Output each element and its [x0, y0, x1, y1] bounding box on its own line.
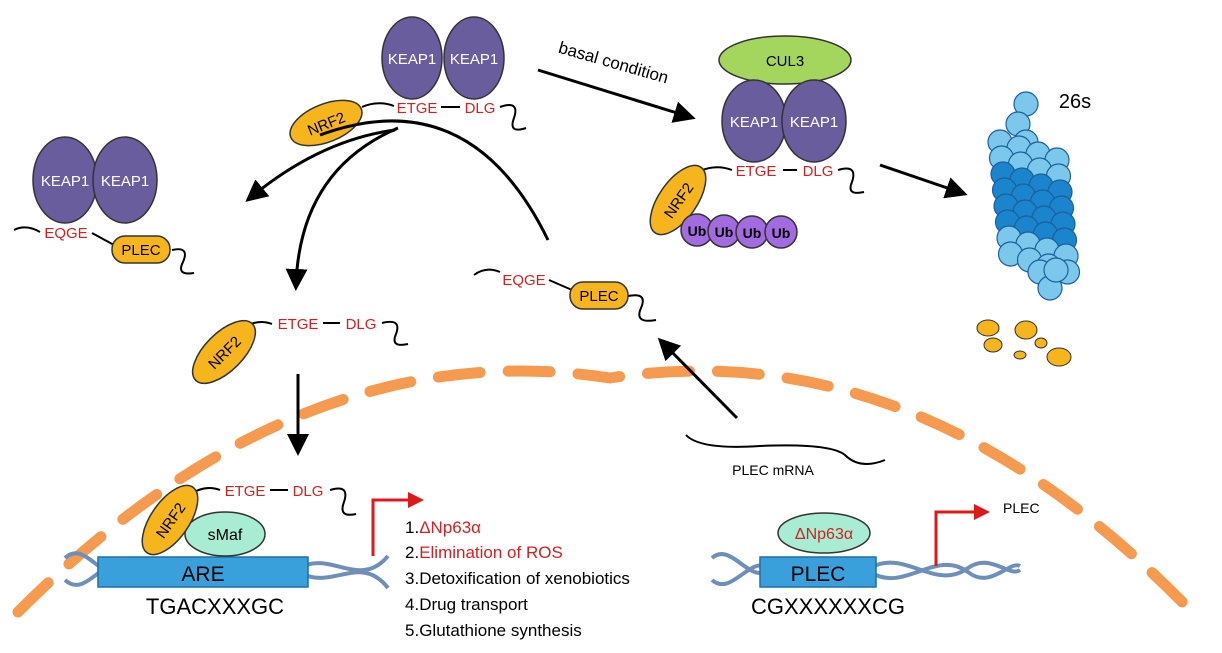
ub-label: Ub: [743, 225, 762, 241]
keap1-label: KEAP1: [450, 51, 498, 68]
fragment: [1034, 337, 1048, 349]
fragment: [1014, 320, 1038, 340]
plec-protein: [569, 281, 629, 310]
target-gene-item: 5.Glutathione synthesis: [405, 621, 582, 640]
are-label: ARE: [181, 563, 224, 586]
keap1-plec-complex: KEAP1 KEAP1 EQGE PLEC: [13, 136, 195, 275]
degradation-arrow: [879, 163, 968, 199]
nrf2-tail: [499, 104, 527, 131]
etge-motif: ETGE: [397, 100, 438, 117]
nrf2-smaf-heterodimer: ETGE DLG sMaf NRF2: [141, 483, 357, 557]
free-plec: EQGE PLEC: [473, 268, 657, 322]
plec-label: PLEC: [121, 242, 160, 259]
degradation-fragments: [976, 319, 1072, 367]
dlg-motif: DLG: [293, 483, 324, 500]
proteasome-label: 26s: [1059, 91, 1091, 113]
plec-promoter-label: PLEC: [791, 563, 846, 586]
keap1-label: KEAP1: [41, 173, 89, 190]
plec-dna-helix: PLEC CGXXXXXXCG: [710, 552, 1022, 619]
etge-motif: ETGE: [736, 163, 777, 180]
keap1-label: KEAP1: [730, 114, 778, 131]
plec-label: PLEC: [579, 288, 618, 305]
nrf2-tail: [381, 320, 409, 346]
eqge-motif: EQGE: [44, 225, 87, 242]
nrf2-chain: [361, 102, 395, 108]
nuclear-envelope: [12, 365, 1198, 618]
cul3-keap1-nrf2-ub-complex: CUL3 KEAP1 KEAP1 ETGE DLG NRF2 Ub Ub Ub …: [649, 35, 865, 249]
plec-chain: [473, 268, 501, 276]
fragment: [983, 337, 1003, 353]
translation-arrow: [657, 337, 739, 420]
are-sequence: TGACXXXGC: [146, 594, 284, 619]
target-gene-item: 1.ΔNp63α: [405, 518, 481, 537]
plec-chain: [13, 226, 41, 233]
dna-strand: [710, 552, 766, 576]
ub-label: Ub: [772, 225, 791, 241]
plec-target-label: PLEC: [1003, 500, 1040, 516]
eqge-motif: EQGE: [502, 272, 545, 289]
dlg-motif: DLG: [465, 100, 496, 117]
etge-motif: ETGE: [278, 316, 319, 333]
keap1-label: KEAP1: [388, 51, 436, 68]
keap1-right: [92, 136, 158, 224]
dna-strand: [868, 562, 1022, 580]
keap1-left: [381, 16, 443, 100]
plec-mrna-strand: [685, 434, 886, 465]
proteasome-subunit: [1043, 257, 1069, 283]
target-gene-item: 3.Detoxification of xenobiotics: [405, 569, 630, 588]
ub-label: Ub: [715, 224, 734, 240]
nrf2-protein: [191, 319, 257, 385]
fragment: [976, 319, 1000, 337]
ub-label: Ub: [688, 223, 707, 239]
smaf-label: sMaf: [208, 527, 243, 544]
target-gene-list: 1.ΔNp63α 2.Elimination of ROS 3.Detoxifi…: [405, 518, 630, 640]
plec-transcription-arrow: [934, 504, 990, 566]
smaf-protein: [184, 511, 266, 557]
basal-arrow: [537, 68, 696, 123]
plec-promoter-box: [759, 556, 877, 588]
target-gene-item: 4.Drug transport: [405, 595, 528, 614]
free-nrf2: ETGE DLG NRF2: [191, 316, 409, 385]
keap1-label: KEAP1: [790, 114, 838, 131]
linker: [548, 279, 573, 291]
dna-strand: [298, 570, 390, 590]
plec-binding-arc: [319, 119, 550, 241]
nrf2-protein: [141, 484, 199, 556]
dnp63-label: ΔNp63α: [795, 526, 853, 543]
release-arrow-to-keap1-plec: [245, 128, 396, 202]
nrf2-protein: [289, 99, 363, 147]
keap1-right: [781, 79, 847, 163]
nrf2-chain: [699, 166, 733, 172]
keap1-nrf2-complex-top: KEAP1 KEAP1 ETGE DLG NRF2: [289, 16, 527, 147]
dlg-motif: DLG: [346, 316, 377, 333]
nrf2-tail: [329, 487, 357, 516]
fragment: [1046, 347, 1072, 367]
plec-tail: [171, 248, 195, 275]
plec-protein: [111, 235, 171, 264]
are-dna-helix: ARE TGACXXXGC: [63, 551, 390, 619]
plec-sequence: CGXXXXXXCG: [751, 594, 905, 619]
ub-bead: [764, 215, 798, 249]
cul3-protein: [718, 35, 852, 85]
etge-motif: ETGE: [225, 483, 266, 500]
plec-mrna-label: PLEC mRNA: [732, 462, 814, 478]
target-gene-item: 2.Elimination of ROS: [405, 543, 563, 562]
plec-tail: [627, 294, 657, 322]
dnp63-protein: [777, 512, 871, 554]
linker: [91, 232, 115, 246]
dlg-motif: DLG: [803, 163, 834, 180]
keap1-right: [443, 16, 505, 100]
are-transcription-arrow: [371, 492, 424, 556]
proteasome-26s: [987, 91, 1081, 301]
nrf2-protein: [649, 164, 707, 236]
fragment: [1013, 350, 1027, 360]
cul3-label: CUL3: [766, 53, 804, 70]
keap1-label: KEAP1: [101, 173, 149, 190]
nrf2-tail: [837, 167, 865, 194]
release-arrow-to-free-nrf2: [285, 126, 399, 291]
dna-strand: [298, 554, 390, 573]
are-box: [97, 556, 309, 588]
